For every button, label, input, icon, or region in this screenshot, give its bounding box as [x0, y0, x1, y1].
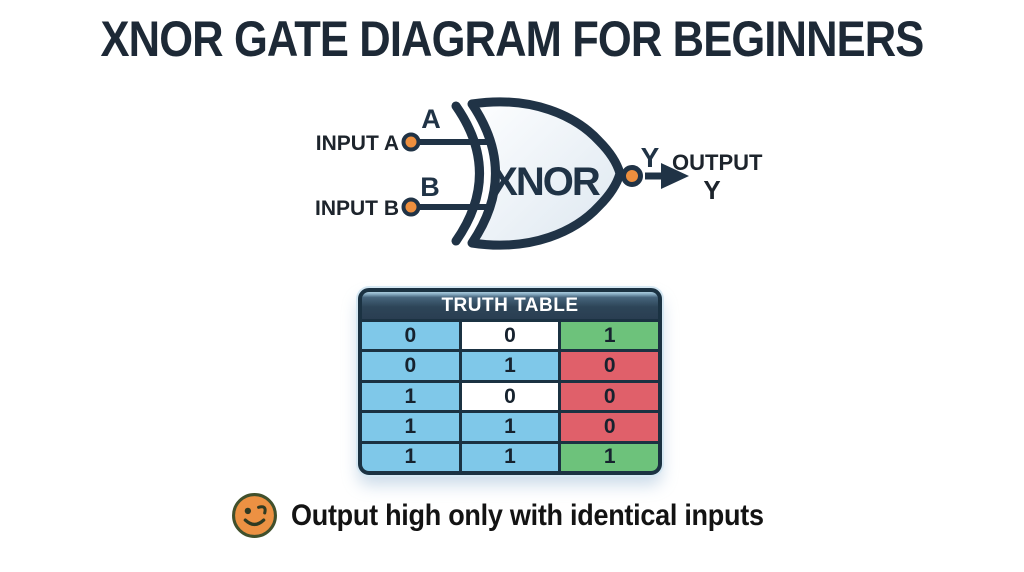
truth-table-header: TRUTH TABLE: [362, 292, 658, 319]
truth-table: TRUTH TABLE 0 0 1 0 1 0 1 0 0 1 1 0 1 1 …: [358, 288, 662, 475]
truth-table-row: 1 1 0: [362, 410, 658, 441]
input-a-pin-label: A: [421, 104, 441, 134]
truth-cell-y: 1: [558, 322, 658, 350]
input-b-pin-label: B: [420, 172, 440, 202]
truth-cell-a: 0: [362, 352, 459, 380]
truth-cell-b: 1: [458, 352, 559, 380]
truth-table-row: 0 1 0: [362, 349, 658, 380]
truth-cell-y: 0: [558, 352, 658, 380]
truth-table-row: 0 0 1: [362, 319, 658, 350]
truth-cell-a: 1: [362, 382, 459, 411]
truth-cell-a: 1: [362, 443, 459, 471]
truth-cell-a: 1: [362, 413, 459, 441]
gate-body: [467, 97, 625, 250]
winking-smiley-icon: [232, 493, 277, 538]
output-pin-label: Y: [641, 142, 660, 173]
output-arrowhead-icon: [661, 163, 689, 189]
truth-cell-a: 0: [362, 322, 459, 350]
output-y-label: Y: [703, 175, 720, 205]
input-a-terminal-icon: [401, 132, 421, 152]
truth-cell-b: 1: [458, 443, 559, 471]
page-title: XNOR GATE DIAGRAM FOR BEGINNERS: [100, 11, 925, 67]
truth-cell-b: 0: [458, 322, 559, 350]
truth-cell-y: 0: [558, 413, 658, 441]
note-text: Output high only with identical inputs: [291, 498, 764, 532]
xnor-double-curve: [451, 101, 484, 246]
truth-cell-b: 0: [458, 382, 559, 411]
input-a-label: INPUT A: [316, 132, 399, 155]
truth-cell-y: 1: [558, 443, 658, 471]
gate-label: XNOR: [491, 160, 601, 204]
truth-table-row: 1 0 0: [362, 379, 658, 411]
input-b-label: INPUT B: [315, 197, 399, 220]
input-b-terminal-icon: [401, 197, 421, 217]
truth-table-row: 1 1 1: [362, 440, 658, 471]
note: Output high only with identical inputs: [231, 492, 816, 539]
truth-cell-y: 0: [558, 382, 658, 411]
output-label: OUTPUT: [672, 150, 763, 175]
inversion-bubble-icon: [621, 165, 643, 187]
truth-cell-b: 1: [458, 413, 559, 441]
